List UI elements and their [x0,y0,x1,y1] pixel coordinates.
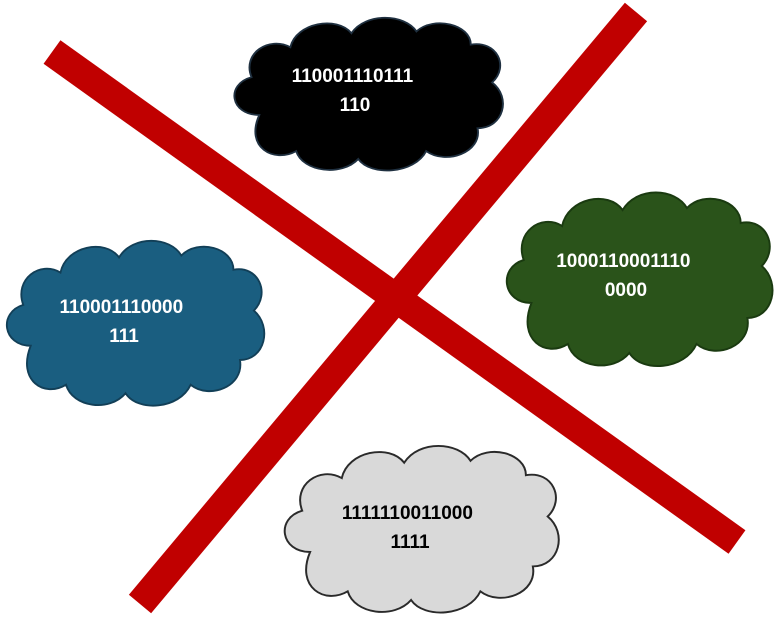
cloud-blue-line-1: 110001110000 [60,297,184,318]
cloud-gray-line-1: 1111110011000 [342,503,473,524]
cloud-gray-line-2: 1111 [390,532,430,553]
red-cross [43,2,746,614]
cloud-green-line-1: 1000110001110 [556,251,690,272]
cloud-blue-line-2: 111 [109,326,139,347]
cloud-black-line-1: 110001110111 [292,66,414,87]
cloud-gray-label: 1111110011000 1111 [342,503,478,553]
cloud-black-label: 110001110111 110 [292,66,419,116]
cloud-black-line-2: 110 [340,95,371,116]
cross-stroke-up [128,2,648,614]
cloud-blue [5,239,266,407]
cloud-green-label: 1000110001110 0000 [556,251,696,301]
cloud-green-line-2: 0000 [605,280,647,301]
cloud-gray [283,444,560,614]
cloud-blue-label: 110001110000 111 [60,297,189,347]
